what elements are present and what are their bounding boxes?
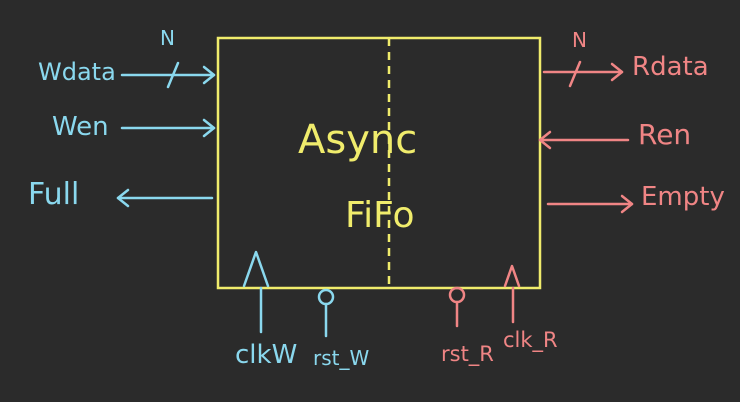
empty-arrow [546,194,634,214]
rstw-reset-input [317,288,335,338]
empty-label: Empty [641,182,725,212]
wdata-width-label: N [160,26,175,50]
clkw-clock-input [242,250,270,334]
wdata-bus-slash [166,61,180,89]
rdata-bus-slash [568,60,582,88]
clkr-label: clk_R [503,328,558,352]
wdata-label: Wdata [38,58,116,86]
wdata-arrow [120,65,216,85]
full-label: Full [28,177,80,212]
rstw-label: rst_W [313,346,370,370]
ren-arrow [538,130,630,150]
rdata-arrow [542,62,624,82]
clkr-clock-input [503,264,521,324]
wen-label: Wen [52,112,109,142]
wen-arrow [120,118,216,138]
rdata-width-label: N [572,28,587,52]
fifo-title-line1: Async [298,117,418,163]
fifo-title-line2: FiFo [345,195,415,236]
rstr-reset-input [448,286,466,328]
clkw-label: clkW [235,340,298,370]
full-arrow [116,188,214,208]
rstr-label: rst_R [441,342,494,366]
fifo-block [216,36,542,290]
ren-label: Ren [638,118,692,151]
rdata-label: Rdata [632,52,709,82]
